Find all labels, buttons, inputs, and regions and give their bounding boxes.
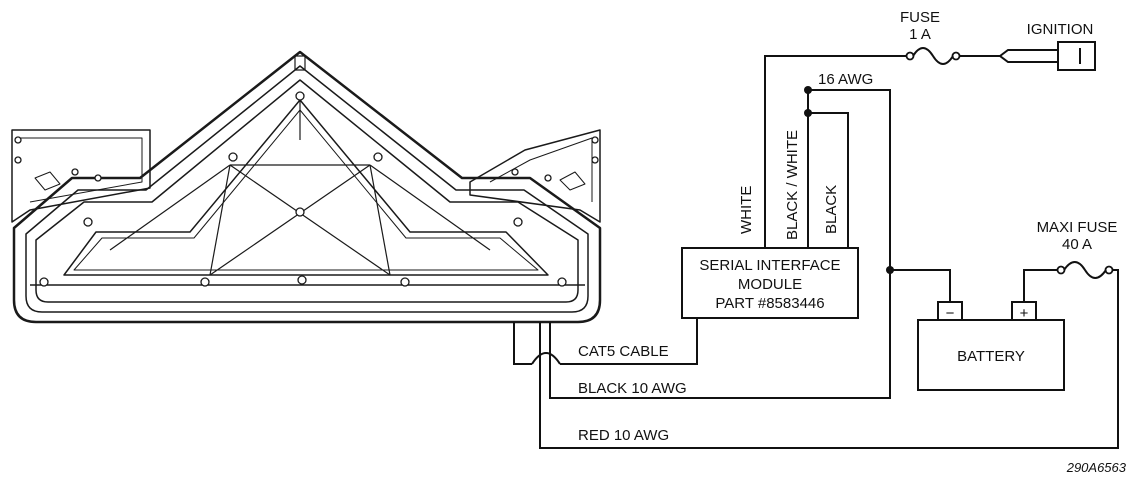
maxi-fuse-icon	[1056, 261, 1114, 279]
serial-interface-module	[681, 247, 859, 319]
red-10awg-label: RED 10 AWG	[578, 427, 669, 444]
gauge-16-label: 16 AWG	[818, 71, 873, 88]
reference-number: 290A6563	[1066, 460, 1127, 475]
maxi-fuse-title: MAXI FUSE	[1037, 219, 1118, 236]
battery-negative-terminal: −	[946, 305, 955, 322]
red-10awg-wire	[539, 269, 1119, 449]
module-title-line2: MODULE	[738, 276, 802, 293]
wires	[513, 55, 1119, 449]
wire-crossover-icon	[531, 352, 561, 365]
fixture-drawing	[11, 50, 602, 324]
fuse-title: FUSE	[900, 9, 940, 26]
battery-negative-wire	[890, 269, 951, 302]
black-white-wire-label: BLACK / WHITE	[784, 130, 801, 240]
module-part-number: PART #8583446	[715, 295, 824, 312]
white-wire	[764, 55, 907, 248]
battery-label: BATTERY	[957, 348, 1025, 365]
junctions	[804, 86, 894, 274]
black-10awg-label: BLACK 10 AWG	[578, 380, 687, 397]
black-wire-label: BLACK	[823, 185, 840, 234]
ignition-key-icon	[998, 41, 1096, 71]
cat5-cable-wire	[560, 318, 698, 365]
fuse-icon	[905, 47, 961, 65]
battery-icon	[917, 301, 1065, 391]
battery-positive-terminal: +	[1020, 305, 1029, 322]
black-wire	[808, 112, 849, 248]
wire-16awg	[549, 89, 891, 399]
ignition-label: IGNITION	[1027, 21, 1094, 38]
white-wire-label: WHITE	[738, 186, 755, 234]
battery-positive-wire	[1023, 269, 1058, 302]
module-title-line1: SERIAL INTERFACE	[699, 257, 840, 274]
fuse-rating: 1 A	[909, 26, 931, 43]
cat5-drop	[513, 322, 532, 365]
cat5-cable-label: CAT5 CABLE	[578, 343, 669, 360]
maxi-fuse-rating: 40 A	[1062, 236, 1092, 253]
